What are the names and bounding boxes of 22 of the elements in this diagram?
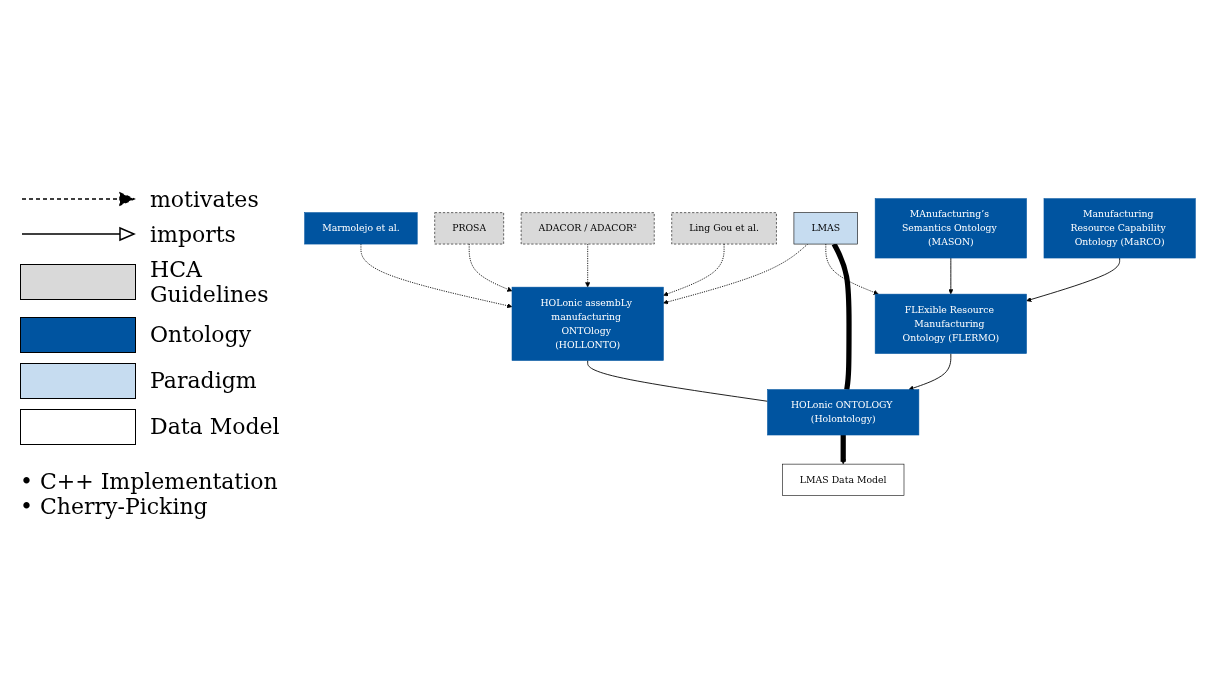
node-box: Marmolejo et al. xyxy=(304,212,418,245)
node-box: FLExible Resource Manufacturing Ontology (FLERMO) xyxy=(874,294,1027,355)
node-box: Ling Gou et al. xyxy=(671,212,777,245)
legend-label: HCA Guidelines xyxy=(150,256,270,307)
legend-label: Paradigm xyxy=(150,368,257,393)
connector xyxy=(587,360,768,403)
bullet-note: • C++ Implementation xyxy=(20,468,279,494)
node-box: HOLonic assembLy manufacturing ONTOlogy (HOLLONTO) xyxy=(511,287,664,362)
node-box: PROSA xyxy=(434,212,504,245)
node-box: MAnufacturing’s Semantics Ontology (MASON) xyxy=(874,198,1027,259)
node-box: Manufacturing Resource Capability Ontology (MaRCO) xyxy=(1043,198,1196,259)
arrow xyxy=(840,435,846,465)
node-box: ADACOR / ADACOR² xyxy=(520,212,655,245)
node-box: HOLonic ONTOLOGY (Holontology) xyxy=(767,389,920,436)
legend-label: motivates xyxy=(150,186,259,212)
bullet-note: • Cherry-Picking xyxy=(20,493,208,519)
legend-label: Ontology xyxy=(150,322,252,347)
node-box: LMAS Data Model xyxy=(782,464,905,497)
legend-label: Data Model xyxy=(150,414,280,439)
connector xyxy=(831,243,852,391)
legend-label: imports xyxy=(150,221,236,247)
node-box: LMAS xyxy=(793,212,858,245)
